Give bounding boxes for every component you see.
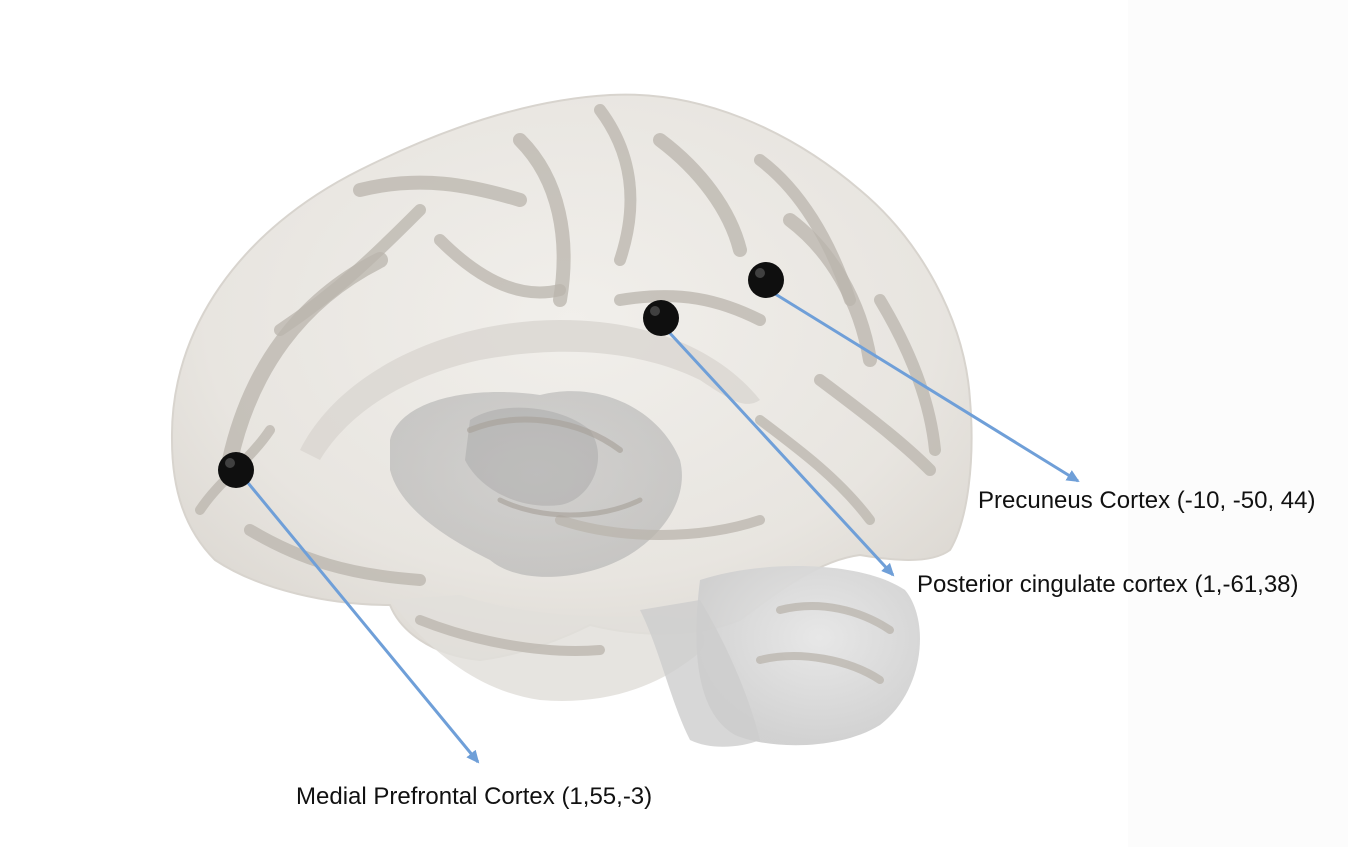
brain-illustration: [172, 95, 972, 747]
mpfc-label: Medial Prefrontal Cortex (1,55,-3): [296, 783, 652, 810]
precuneus-label: Precuneus Cortex (-10, -50, 44): [978, 487, 1316, 514]
pcc-marker: [643, 300, 679, 336]
pcc-label: Posterior cingulate cortex (1,-61,38): [917, 571, 1299, 598]
mpfc-marker: [218, 452, 254, 488]
precuneus-marker: [748, 262, 784, 298]
